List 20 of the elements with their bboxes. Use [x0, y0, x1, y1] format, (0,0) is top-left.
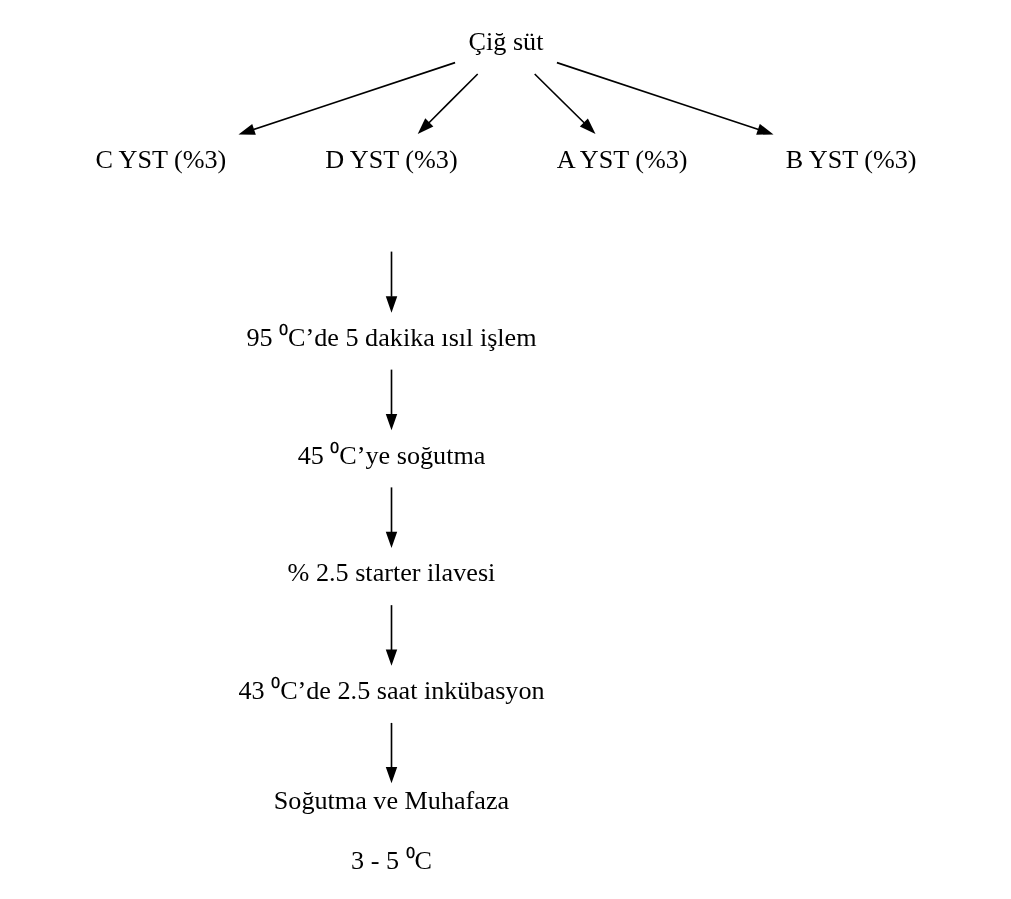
node-text: A YST (%3)	[556, 145, 688, 175]
node-text: 43 ⁰C’de 2.5 saat inkübasyon	[237, 676, 545, 706]
arrow	[555, 61, 774, 135]
node-text: Çiğ süt	[468, 27, 543, 57]
arrow	[385, 486, 397, 549]
node-text: 95 ⁰C’de 5 dakika ısıl işlem	[245, 322, 537, 352]
node-text: 45 ⁰C’ye soğutma	[297, 440, 485, 470]
arrow	[385, 250, 397, 313]
arrow	[237, 61, 456, 135]
node-text: Soğutma ve Muhafaza	[273, 785, 509, 815]
node-text: D YST (%3)	[324, 145, 458, 175]
arrow	[385, 368, 397, 431]
node-text: % 2.5 starter ilavesi	[287, 558, 495, 588]
node-text: C YST (%3)	[94, 145, 226, 175]
node-text: B YST (%3)	[785, 145, 917, 175]
arrow	[385, 604, 397, 666]
arrow	[417, 73, 478, 134]
arrow	[533, 73, 595, 134]
arrow	[385, 722, 397, 784]
node-label: 3 - 5 ⁰C	[350, 846, 432, 876]
